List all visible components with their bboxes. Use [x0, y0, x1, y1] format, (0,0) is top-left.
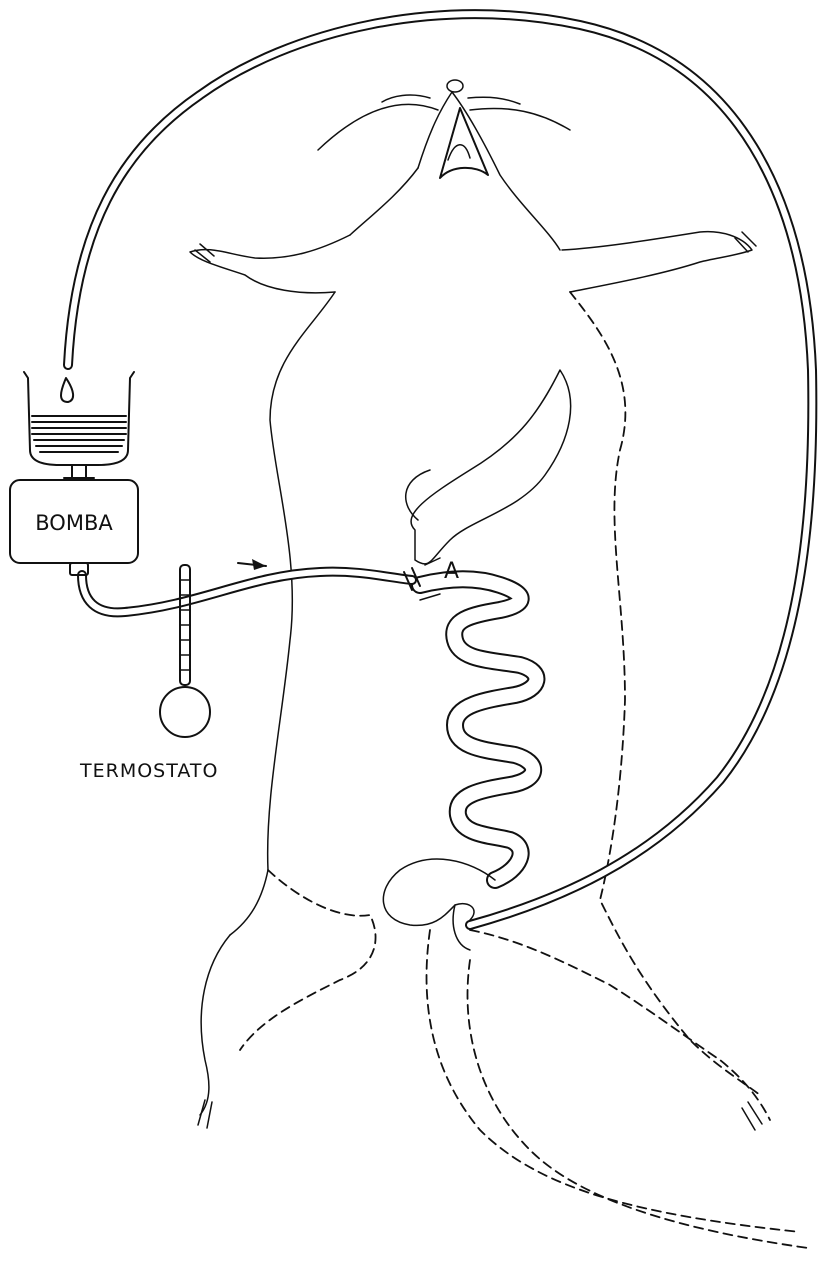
whiskers — [318, 95, 570, 150]
left-forelimb — [190, 235, 350, 293]
flow-arrowhead — [252, 559, 266, 570]
perfusion-tubing — [61, 14, 812, 925]
reservoir-beaker — [24, 372, 134, 478]
inflow-tube — [82, 572, 412, 613]
stomach — [411, 370, 571, 564]
return-tube — [68, 14, 812, 925]
pump-box: BOMBA — [10, 480, 138, 575]
pump-label: BOMBA — [35, 511, 113, 535]
torso-left — [230, 292, 335, 935]
thermometer-bulb — [160, 687, 210, 737]
point-a-label: A — [444, 559, 459, 584]
rat-mouth — [440, 108, 488, 178]
intestine — [383, 370, 570, 950]
torso-right — [570, 292, 760, 1095]
thermostat-label: TERMOSTATO — [79, 760, 218, 782]
reservoir-liquid — [32, 416, 126, 452]
caecum — [383, 859, 495, 925]
